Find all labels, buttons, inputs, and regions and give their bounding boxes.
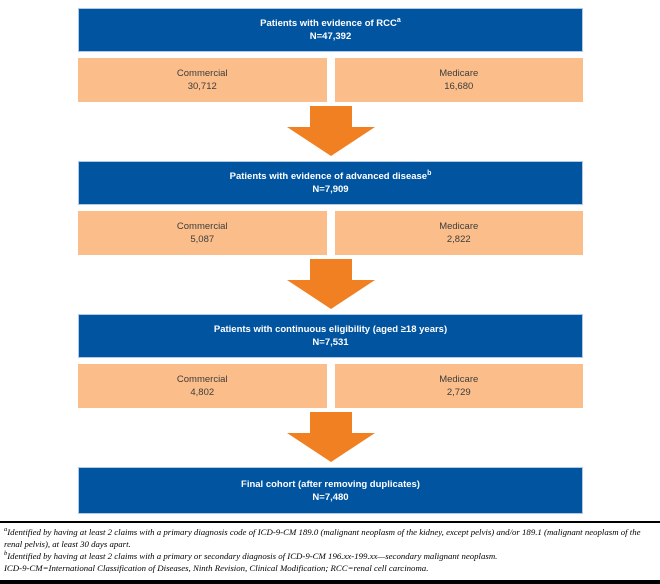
footnote-a-superscript: a — [4, 526, 8, 534]
stage-3-title: Patients with continuous eligibility (ag… — [214, 323, 447, 336]
footnote-divider-rule — [0, 521, 660, 523]
stage-4-header: Final cohort (after removing duplicates)… — [78, 467, 583, 514]
stage-3-header: Patients with continuous eligibility (ag… — [78, 314, 583, 358]
abbreviation-note-text: ICD-9-CM=International Classification of… — [4, 563, 429, 573]
down-arrow-stem — [309, 106, 352, 127]
stage-2-header: Patients with evidence of advanced disea… — [78, 161, 583, 205]
stage-1-medicare-box: Medicare 16,680 — [334, 58, 583, 102]
stage-3-commercial-value: 4,802 — [190, 387, 215, 398]
stage-2-commercial-value: 5,087 — [190, 234, 215, 245]
abbreviation-note: ICD-9-CM=International Classification of… — [4, 562, 656, 574]
stage-3-payer-row: Commercial 4,802 Medicare 2,729 — [78, 364, 583, 408]
stage-1-commercial-box: Commercial 30,712 — [78, 58, 327, 102]
flowchart-column: Patients with evidence of RCCa N=47,392 … — [78, 8, 583, 514]
footnote-a: aIdentified by having at least 2 claims … — [4, 526, 656, 550]
stage-4-title: Final cohort (after removing duplicates) — [241, 478, 420, 491]
stage-4-title-text: Final cohort (after removing duplicates) — [241, 478, 420, 490]
stage-2-payer-row: Commercial 5,087 Medicare 2,822 — [78, 211, 583, 255]
footnotes-block: aIdentified by having at least 2 claims … — [0, 523, 660, 574]
stage-3-medicare-value: 2,729 — [446, 387, 471, 398]
stage-2-title-text: Patients with evidence of advanced disea… — [229, 171, 428, 182]
stage-1-title: Patients with evidence of RCCa — [260, 17, 401, 30]
stage-1-commercial-label: Commercial — [176, 68, 228, 79]
stage-2-medicare-value: 2,822 — [446, 234, 471, 245]
stage-3-medicare-label: Medicare — [439, 374, 479, 385]
stage-1-n: N=47,392 — [309, 31, 352, 42]
footnote-b-text: Identified by having at least 2 claims w… — [7, 551, 498, 561]
down-arrow-icon — [286, 106, 375, 156]
stage-3-commercial-label: Commercial — [176, 374, 228, 385]
footnote-a-text: Identified by having at least 2 claims w… — [4, 527, 641, 549]
down-arrow-head — [286, 127, 375, 156]
stage-2-title: Patients with evidence of advanced disea… — [230, 170, 432, 183]
stage-2-title-superscript: b — [427, 169, 432, 177]
stage-1-medicare-value: 16,680 — [444, 81, 474, 92]
down-arrow-icon — [286, 412, 375, 462]
stage-3-commercial-box: Commercial 4,802 — [78, 364, 327, 408]
stage-3-n: N=7,531 — [312, 337, 349, 348]
down-arrow-stem — [309, 412, 352, 433]
down-arrow-stem — [309, 259, 352, 280]
stage-1-header: Patients with evidence of RCCa N=47,392 — [78, 8, 583, 52]
down-arrow-icon — [286, 259, 375, 309]
stage-2-commercial-box: Commercial 5,087 — [78, 211, 327, 255]
bottom-border-bar — [0, 580, 660, 584]
footnote-b: bIdentified by having at least 2 claims … — [4, 550, 656, 562]
stage-1-commercial-value: 30,712 — [187, 81, 217, 92]
stage-3-medicare-box: Medicare 2,729 — [334, 364, 583, 408]
footnote-b-superscript: b — [4, 550, 8, 558]
stage-2-commercial-label: Commercial — [176, 221, 228, 232]
stage-4-n: N=7,480 — [312, 491, 349, 503]
stage-2-medicare-label: Medicare — [439, 221, 479, 232]
down-arrow-head — [286, 280, 375, 309]
stage-1-title-superscript: a — [396, 16, 401, 24]
stage-2-n: N=7,909 — [312, 184, 349, 195]
stage-2-medicare-box: Medicare 2,822 — [334, 211, 583, 255]
down-arrow-head — [286, 433, 375, 462]
stage-3-title-text: Patients with continuous eligibility (ag… — [213, 324, 448, 335]
stage-1-title-text: Patients with evidence of RCC — [260, 18, 397, 29]
stage-1-payer-row: Commercial 30,712 Medicare 16,680 — [78, 58, 583, 102]
stage-1-medicare-label: Medicare — [439, 68, 479, 79]
